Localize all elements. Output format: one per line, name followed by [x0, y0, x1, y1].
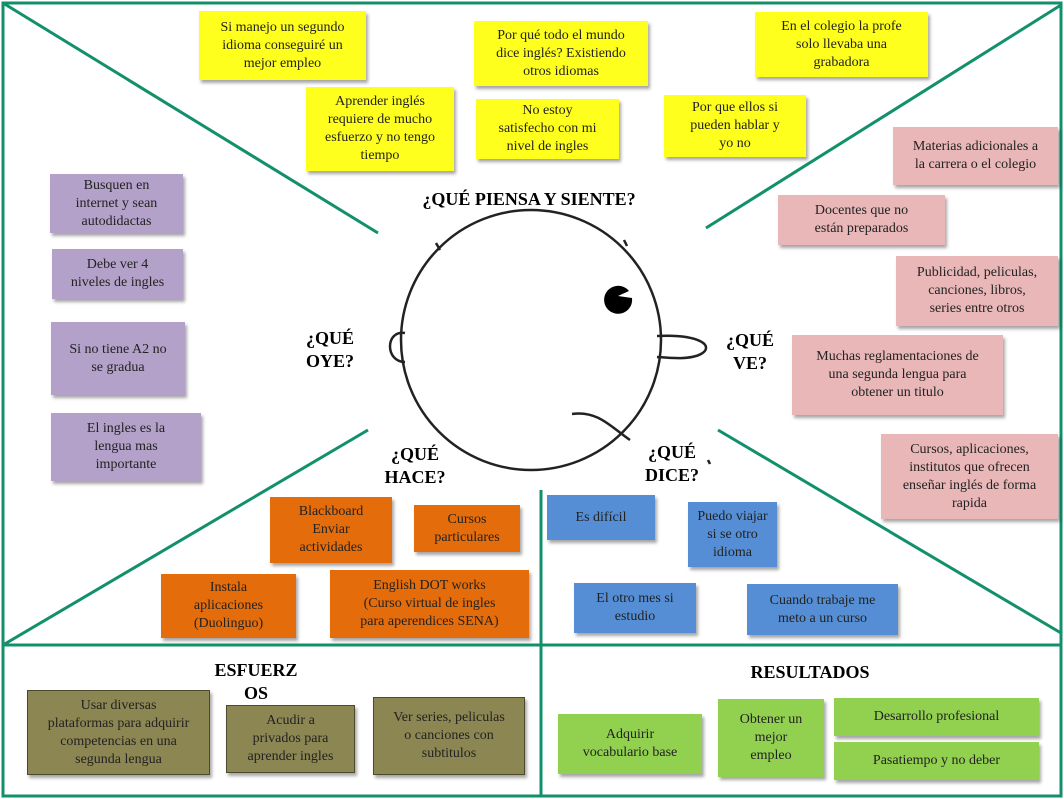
sticky-note-resultado: Pasatiempo y no deber [834, 742, 1039, 780]
diagonal-bottom-left [2, 428, 369, 647]
mouth [571, 412, 631, 442]
hair-left [434, 242, 442, 251]
sticky-note-hace: English DOT works(Curso virtual de ingle… [330, 570, 529, 638]
left-ear [388, 331, 406, 364]
sticky-note-dice: Es difícil [547, 495, 655, 540]
eye [604, 285, 633, 314]
heading-piensa-siente: ¿QUÉ PIENSA Y SIENTE? [422, 189, 636, 209]
diagonal-top-left [2, 1, 379, 235]
sticky-note-ve: Cursos, aplicaciones,institutos que ofre… [881, 434, 1058, 519]
head-outline [399, 208, 663, 472]
head-drawing [388, 208, 712, 472]
heading-resultados: RESULTADOS [750, 662, 870, 682]
diagonal-top-right [705, 3, 1062, 230]
hair-right [622, 239, 629, 247]
hair-right-small [706, 459, 712, 465]
sticky-note-ve: Publicidad, peliculas,canciones, libros,… [896, 256, 1058, 326]
right-ear [656, 334, 708, 360]
sticky-note-resultado: Desarrollo profesional [834, 698, 1039, 736]
diagonal-bottom-right [717, 428, 1062, 635]
